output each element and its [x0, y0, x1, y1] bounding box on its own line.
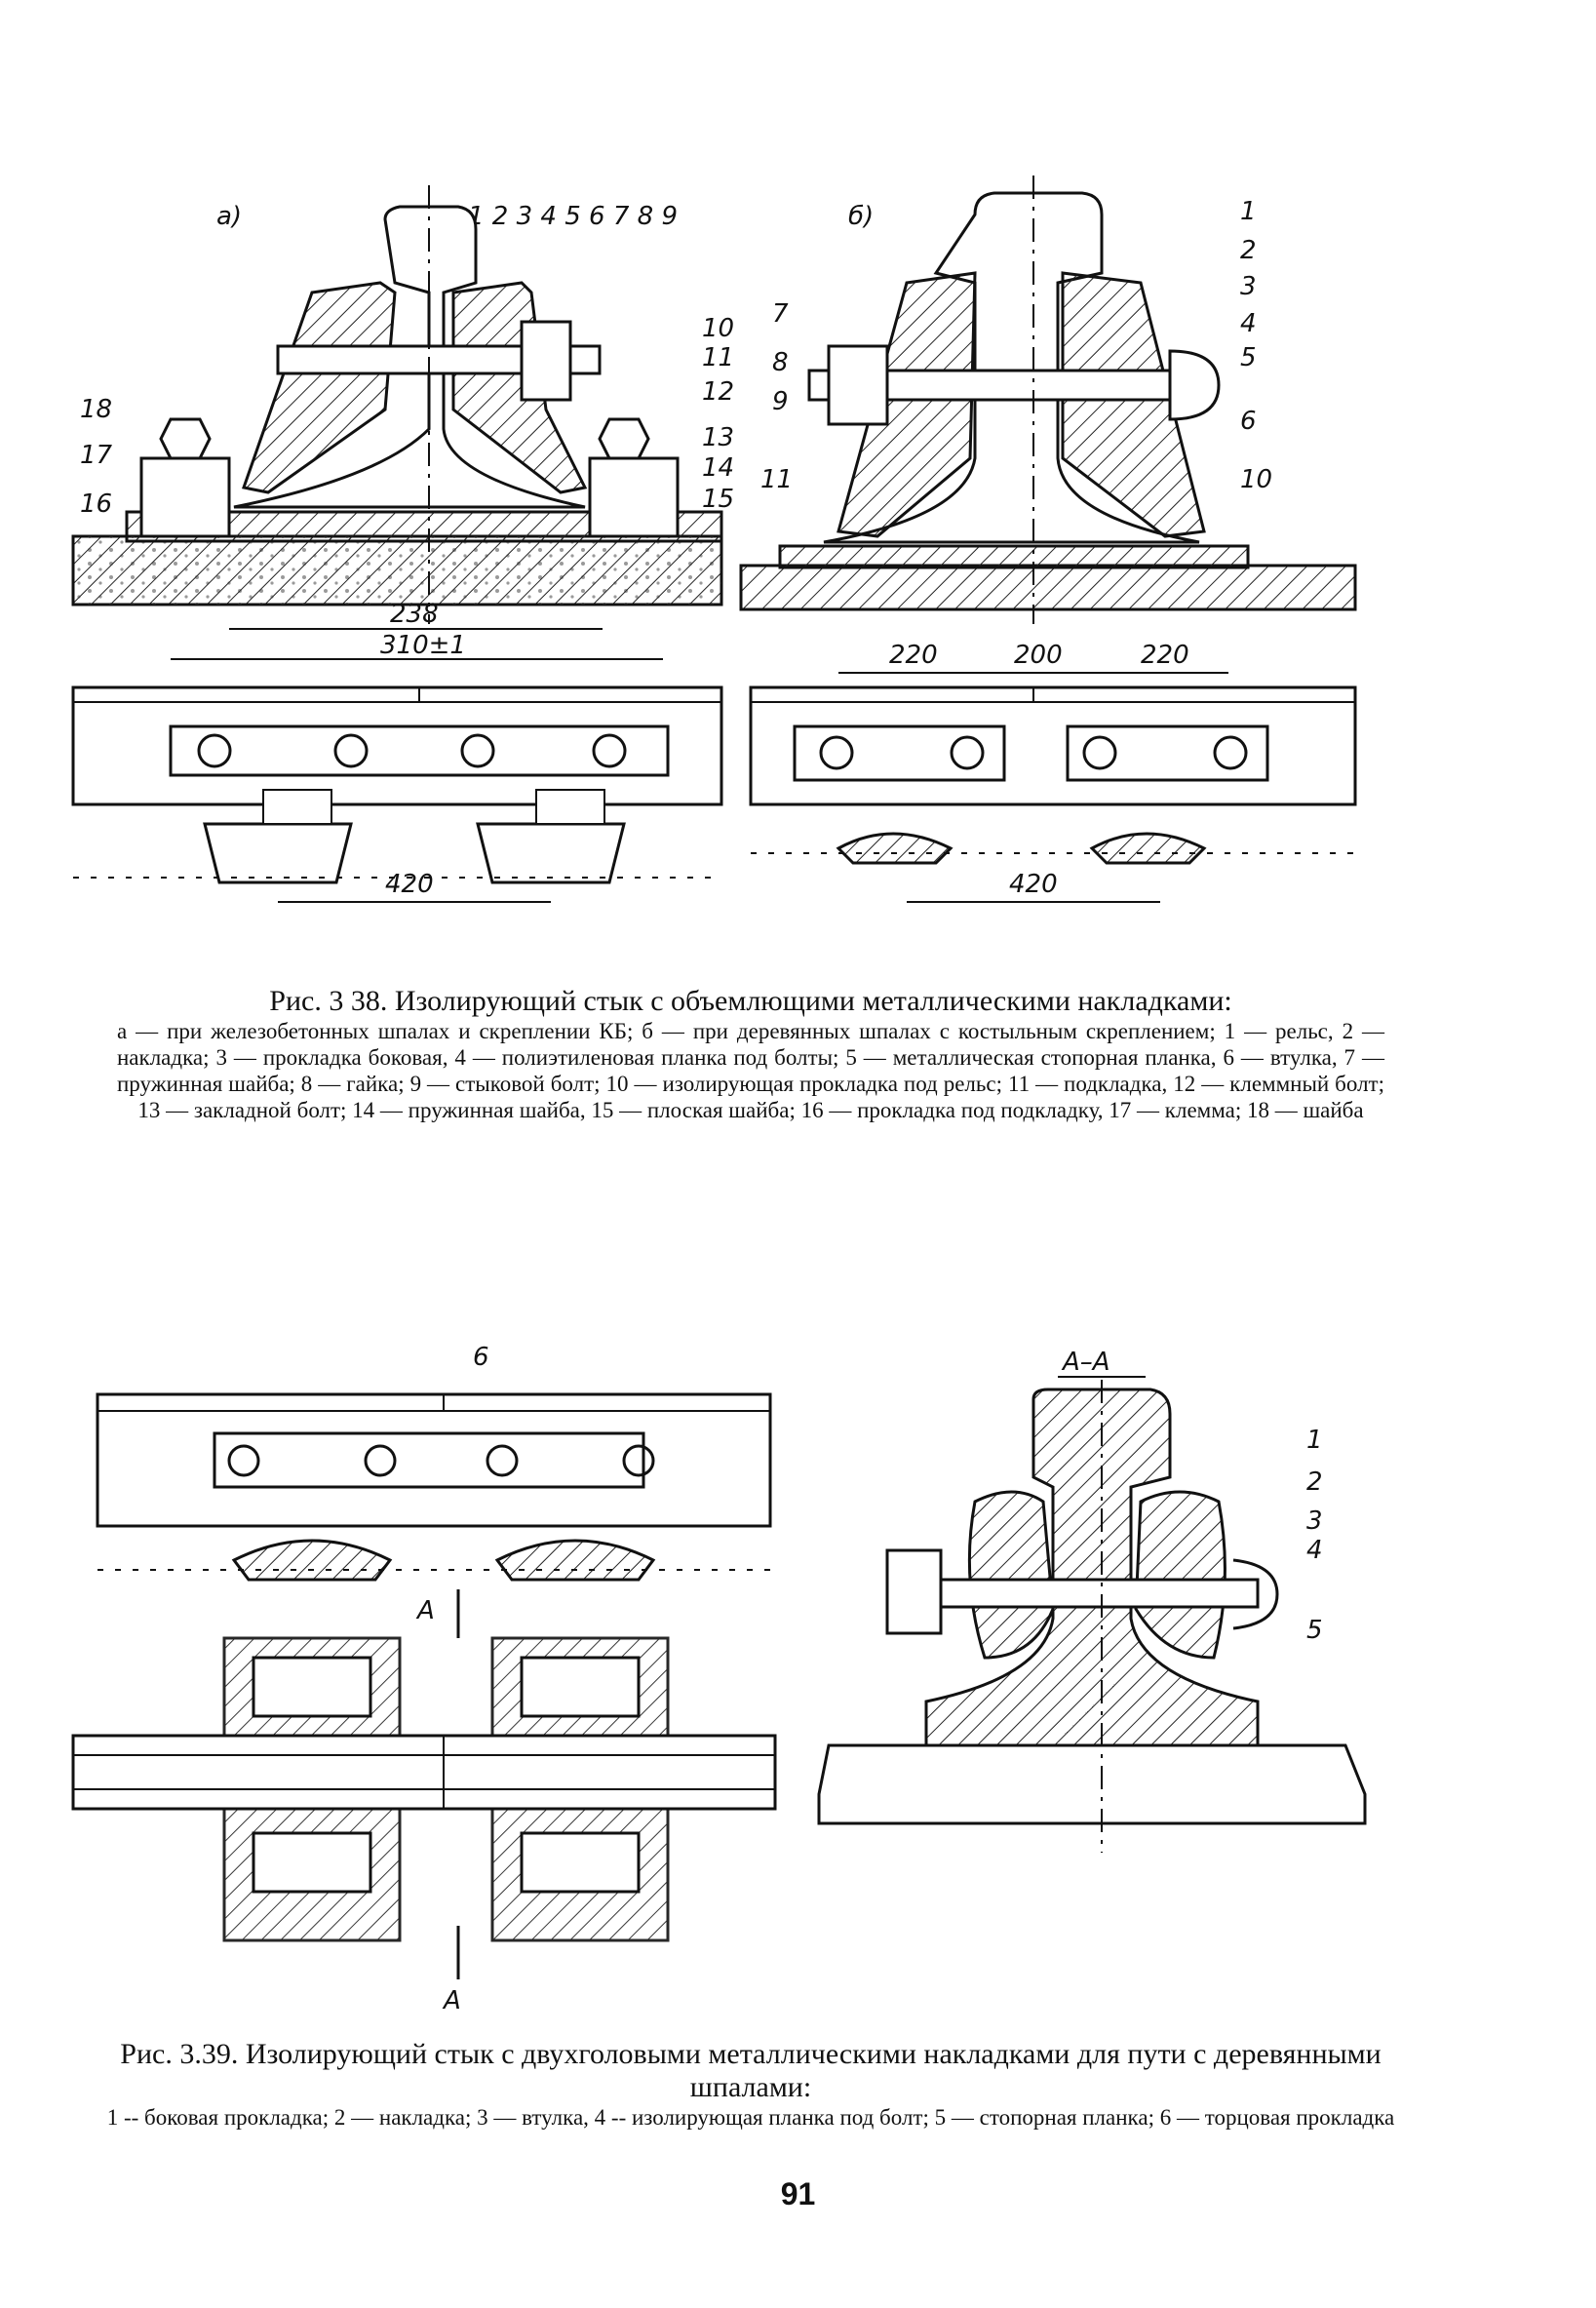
fig339-side-view: 6 А — [96, 1343, 772, 1638]
dim-238: 238 — [390, 600, 439, 629]
svg-text:18: 18 — [80, 395, 112, 424]
section-mark-top: А — [415, 1596, 435, 1625]
panel-a-top-numbers: 1 2 3 4 5 6 7 8 9 — [468, 202, 678, 231]
svg-text:4: 4 — [1240, 309, 1257, 338]
svg-text:3: 3 — [1306, 1506, 1323, 1536]
fig339-caption: Рис. 3.39. Изолирующий стык с двухголовы… — [58, 2038, 1443, 2131]
svg-text:6: 6 — [1240, 407, 1257, 436]
panel-a-label: а) — [216, 202, 242, 231]
svg-text:2: 2 — [1306, 1467, 1323, 1497]
svg-text:9: 9 — [772, 387, 789, 416]
svg-text:1: 1 — [1240, 197, 1257, 226]
svg-text:15: 15 — [702, 485, 734, 514]
dim-200: 200 — [1014, 641, 1063, 670]
svg-text:14: 14 — [702, 453, 734, 483]
panel-b-label: б) — [848, 202, 874, 231]
panel-a-right-numbers: 10 11 12 13 14 15 — [702, 314, 734, 514]
fig339-section-aa: А–А 1 2 3 4 5 — [817, 1348, 1367, 1853]
fig338-side-view-b: 420 — [749, 685, 1357, 903]
dim-310: 310±1 — [380, 631, 466, 660]
fig338-panel-b-section: б) 1 2 3 4 5 6 10 7 8 9 11 220 200 220 — [739, 176, 1357, 674]
fig339-caption-body: 1 -- боковая прокладка; 2 — накладка; 3 … — [106, 2105, 1395, 2130]
fig338-caption-title: Рис. 3 38. Изолирующий стык с объемлющим… — [269, 985, 1232, 1017]
svg-text:2: 2 — [1240, 236, 1257, 265]
fig339-plan-view: А — [71, 1636, 777, 2015]
svg-text:10: 10 — [1240, 465, 1272, 494]
section-mark-bottom: А — [442, 1986, 461, 2015]
panel-b-left-numbers: 7 8 9 11 — [760, 299, 793, 494]
fig339-caption-title: Рис. 3.39. Изолирующий стык с двухголовы… — [120, 2038, 1382, 2103]
dim-420-b: 420 — [1009, 870, 1058, 899]
dim-420-a: 420 — [385, 870, 434, 899]
svg-text:11: 11 — [702, 343, 734, 372]
svg-text:12: 12 — [702, 377, 734, 407]
page-number: 91 — [780, 2176, 816, 2211]
svg-text:16: 16 — [80, 489, 112, 519]
fig338-panel-a-section: а) 1 2 3 4 5 6 7 8 9 10 11 12 13 14 15 — [71, 185, 734, 660]
svg-text:7: 7 — [772, 299, 789, 329]
svg-text:8: 8 — [772, 348, 789, 377]
dim-220-right: 220 — [1141, 641, 1189, 670]
svg-text:10: 10 — [702, 314, 734, 343]
fig338-caption-body: а — при железобетонных шпалах и скреплен… — [117, 1019, 1384, 1122]
panel-b-right-numbers: 1 2 3 4 5 6 10 — [1240, 197, 1272, 494]
svg-text:13: 13 — [702, 423, 734, 452]
svg-text:1: 1 — [1306, 1426, 1323, 1455]
dim-220-left: 220 — [889, 641, 938, 670]
fig338-caption: Рис. 3 38. Изолирующий стык с объемлющим… — [117, 985, 1384, 1123]
svg-text:11: 11 — [760, 465, 793, 494]
svg-text:5: 5 — [1240, 343, 1257, 372]
label-6: 6 — [473, 1343, 489, 1372]
panel-a-left-numbers: 18 17 16 — [80, 395, 113, 519]
svg-text:17: 17 — [80, 441, 113, 470]
section-aa-numbers: 1 2 3 4 5 — [1306, 1426, 1323, 1645]
section-aa-title: А–А — [1061, 1348, 1110, 1377]
svg-text:5: 5 — [1306, 1616, 1323, 1645]
svg-text:3: 3 — [1240, 272, 1257, 301]
fig338-side-view-a: 420 — [71, 685, 723, 903]
svg-text:4: 4 — [1306, 1536, 1323, 1565]
